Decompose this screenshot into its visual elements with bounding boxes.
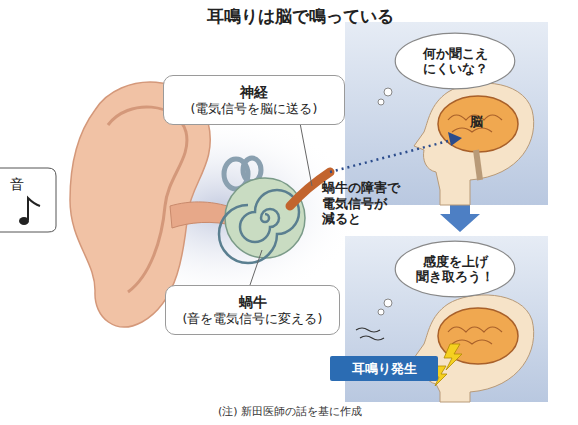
thought-bubble: 何か聞こえ にくいな？ xyxy=(394,32,516,90)
signal-arrowhead xyxy=(448,132,462,146)
bubble-ellipse xyxy=(395,33,515,89)
thought-bubble: 感度を上げ 聞き取ろう！ xyxy=(394,240,516,298)
brain-label: 脳 xyxy=(470,114,500,130)
node-heading: 神経 xyxy=(240,84,268,101)
head-bottom xyxy=(378,295,534,402)
node-text: 耳鳴り発生 xyxy=(352,361,417,377)
down-arrow xyxy=(440,203,480,232)
leader-line xyxy=(300,123,312,186)
note-text: 蝸牛の障害で 電気信号が 減ると xyxy=(322,180,404,227)
sound-box xyxy=(0,168,56,232)
cochlea xyxy=(225,178,305,258)
music-note xyxy=(19,198,40,225)
head-top xyxy=(378,83,534,205)
noise-waves xyxy=(356,328,384,340)
callout-box: 神経(電気信号を脳に送る) xyxy=(163,75,345,125)
caption-note: (注) 新田医師の話を基に作成 xyxy=(150,404,430,419)
node-text: 何か聞こえ にくいな？ xyxy=(415,46,495,76)
bubble-ellipse xyxy=(395,241,515,297)
label-box: 耳鳴り発生 xyxy=(330,356,438,381)
node-text: 感度を上げ 聞き取ろう！ xyxy=(415,254,495,284)
callout-box: 蝸牛(音を電気信号に変える) xyxy=(165,285,340,335)
cochlea-spiral xyxy=(219,190,299,263)
node-text: (電気信号を脳に送る) xyxy=(191,101,318,116)
leader-line xyxy=(250,250,262,285)
node-text: (音を電気信号に変える) xyxy=(183,311,323,326)
signal-arrow xyxy=(330,140,452,172)
ear-fold xyxy=(108,107,187,292)
node-heading: 蝸牛 xyxy=(239,294,267,311)
top-panel xyxy=(345,22,548,205)
sound-label: 音 xyxy=(10,176,50,193)
diagram-title: 耳鳴りは脳で鳴っている xyxy=(150,5,450,28)
